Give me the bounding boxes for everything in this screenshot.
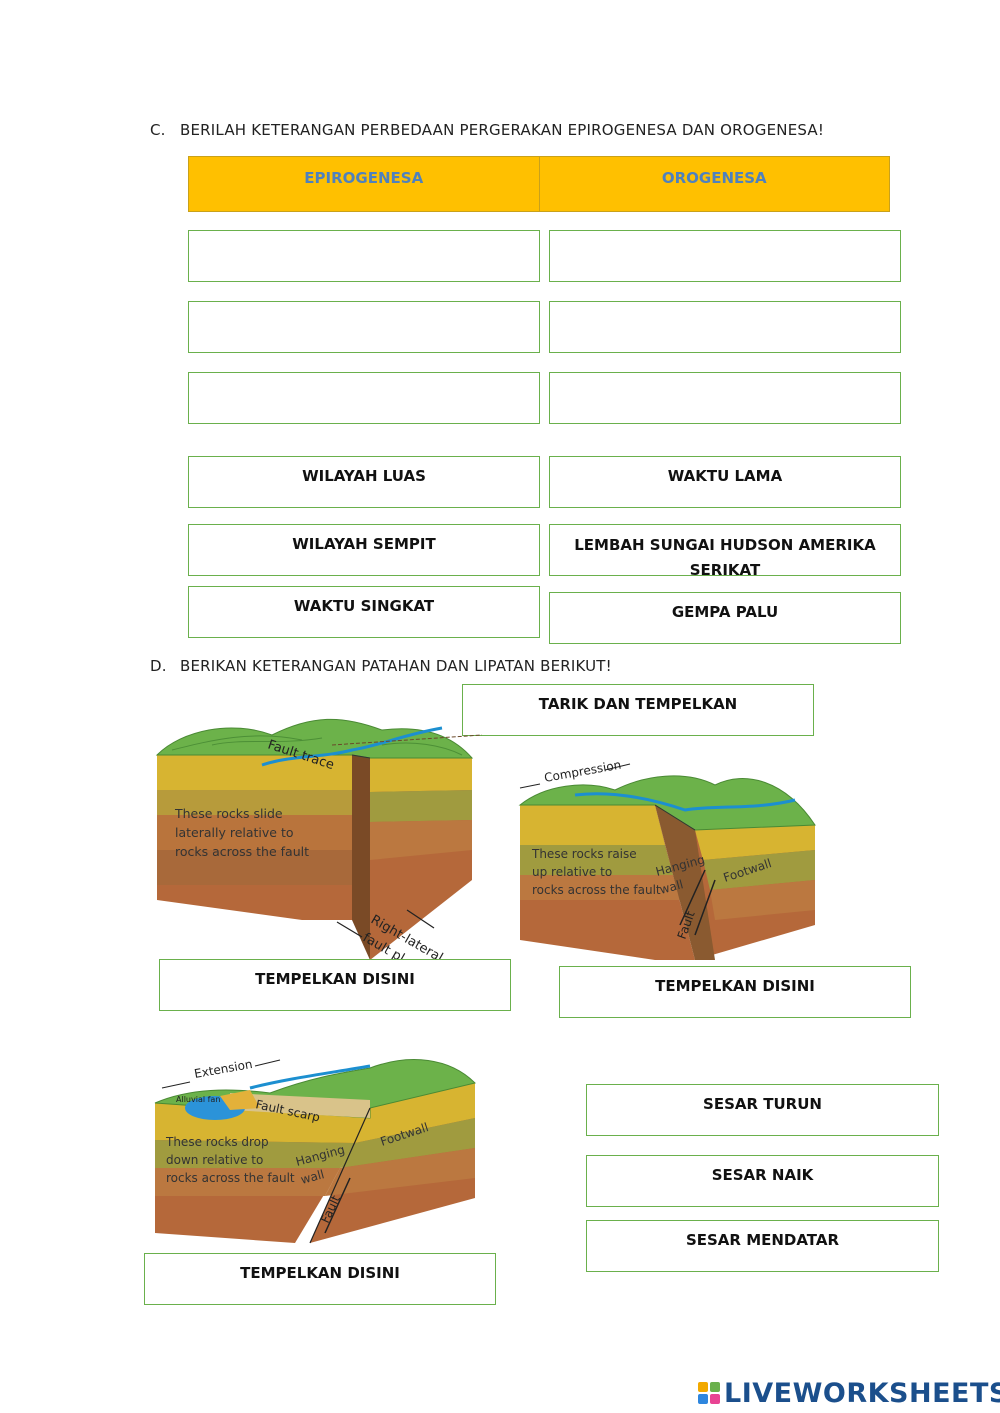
option-waktu-singkat[interactable]: WAKTU SINGKAT bbox=[188, 586, 540, 638]
liveworksheets-logo: LIVEWORKSHEETS bbox=[698, 1377, 1000, 1409]
option-wilayah-luas[interactable]: WILAYAH LUAS bbox=[188, 456, 540, 508]
reverse-fault-diagram: Compression These rocks raise up relativ… bbox=[518, 758, 816, 960]
drop-zone-reverse[interactable]: TEMPELKAN DISINI bbox=[559, 966, 911, 1018]
compression-label: Compression bbox=[543, 758, 622, 785]
section-c-heading: C. BERILAH KETERANGAN PERBEDAAN PERGERAKA… bbox=[150, 121, 824, 139]
normal-hanging-wall-2: wall bbox=[299, 1167, 326, 1187]
extension-label: Extension bbox=[193, 1057, 253, 1081]
section-d-letter: D. bbox=[150, 657, 167, 675]
answer-box-orogenesa-1[interactable] bbox=[549, 230, 901, 282]
normal-caption-2: down relative to bbox=[166, 1153, 263, 1167]
answer-box-epirogenesa-3[interactable] bbox=[188, 372, 540, 424]
alluvial-fan-label: Alluvial fan bbox=[176, 1095, 220, 1104]
liveworksheets-logo-icon bbox=[698, 1382, 720, 1404]
section-d-heading: D. BERIKAN KETERANGAN PATAHAN DAN LIPATAN… bbox=[150, 657, 612, 675]
strike-slip-caption-1: These rocks slide bbox=[174, 806, 283, 821]
section-c-letter: C. bbox=[150, 121, 166, 139]
option-sesar-turun[interactable]: SESAR TURUN bbox=[586, 1084, 939, 1136]
option-gempa-palu[interactable]: GEMPA PALU bbox=[549, 592, 901, 644]
reverse-caption-3: rocks across the fault bbox=[532, 883, 661, 897]
option-lembah-sungai-hudson[interactable]: LEMBAH SUNGAI HUDSON AMERIKA SERIKAT bbox=[549, 524, 901, 576]
answer-box-epirogenesa-2[interactable] bbox=[188, 301, 540, 353]
answer-box-epirogenesa-1[interactable] bbox=[188, 230, 540, 282]
answer-box-orogenesa-2[interactable] bbox=[549, 301, 901, 353]
normal-fault-diagram: Extension Alluvial fan Fault scarp These… bbox=[154, 1057, 476, 1244]
strike-slip-caption-2: laterally relative to bbox=[175, 825, 294, 840]
answer-box-orogenesa-3[interactable] bbox=[549, 372, 901, 424]
strike-slip-fault-diagram: Fault trace These rocks slide laterally … bbox=[155, 718, 482, 962]
section-c-title: BERILAH KETERANGAN PERBEDAAN PERGERAKAN … bbox=[180, 121, 825, 139]
instruction-box: TARIK DAN TEMPELKAN bbox=[462, 684, 814, 736]
drop-zone-normal[interactable]: TEMPELKAN DISINI bbox=[144, 1253, 496, 1305]
reverse-caption-2: up relative to bbox=[532, 865, 612, 879]
option-waktu-lama[interactable]: WAKTU LAMA bbox=[549, 456, 901, 508]
comparison-header-table: EPIROGENESA OROGENESA bbox=[188, 156, 890, 212]
normal-caption-3: rocks across the fault bbox=[166, 1171, 295, 1185]
strike-slip-caption-3: rocks across the fault bbox=[175, 844, 309, 859]
header-orogenesa: OROGENESA bbox=[538, 157, 890, 211]
option-sesar-naik[interactable]: SESAR NAIK bbox=[586, 1155, 939, 1207]
header-epirogenesa: EPIROGENESA bbox=[304, 169, 424, 187]
option-wilayah-sempit[interactable]: WILAYAH SEMPIT bbox=[188, 524, 540, 576]
section-d-title: BERIKAN KETERANGAN PATAHAN DAN LIPATAN B… bbox=[180, 657, 612, 675]
reverse-hanging-wall-2: wall bbox=[658, 877, 685, 897]
reverse-caption-1: These rocks raise bbox=[531, 847, 637, 861]
normal-caption-1: These rocks drop bbox=[165, 1135, 269, 1149]
option-sesar-mendatar[interactable]: SESAR MENDATAR bbox=[586, 1220, 939, 1272]
logo-text: LIVEWORKSHEETS bbox=[724, 1377, 1000, 1409]
drop-zone-strike-slip[interactable]: TEMPELKAN DISINI bbox=[159, 959, 511, 1011]
